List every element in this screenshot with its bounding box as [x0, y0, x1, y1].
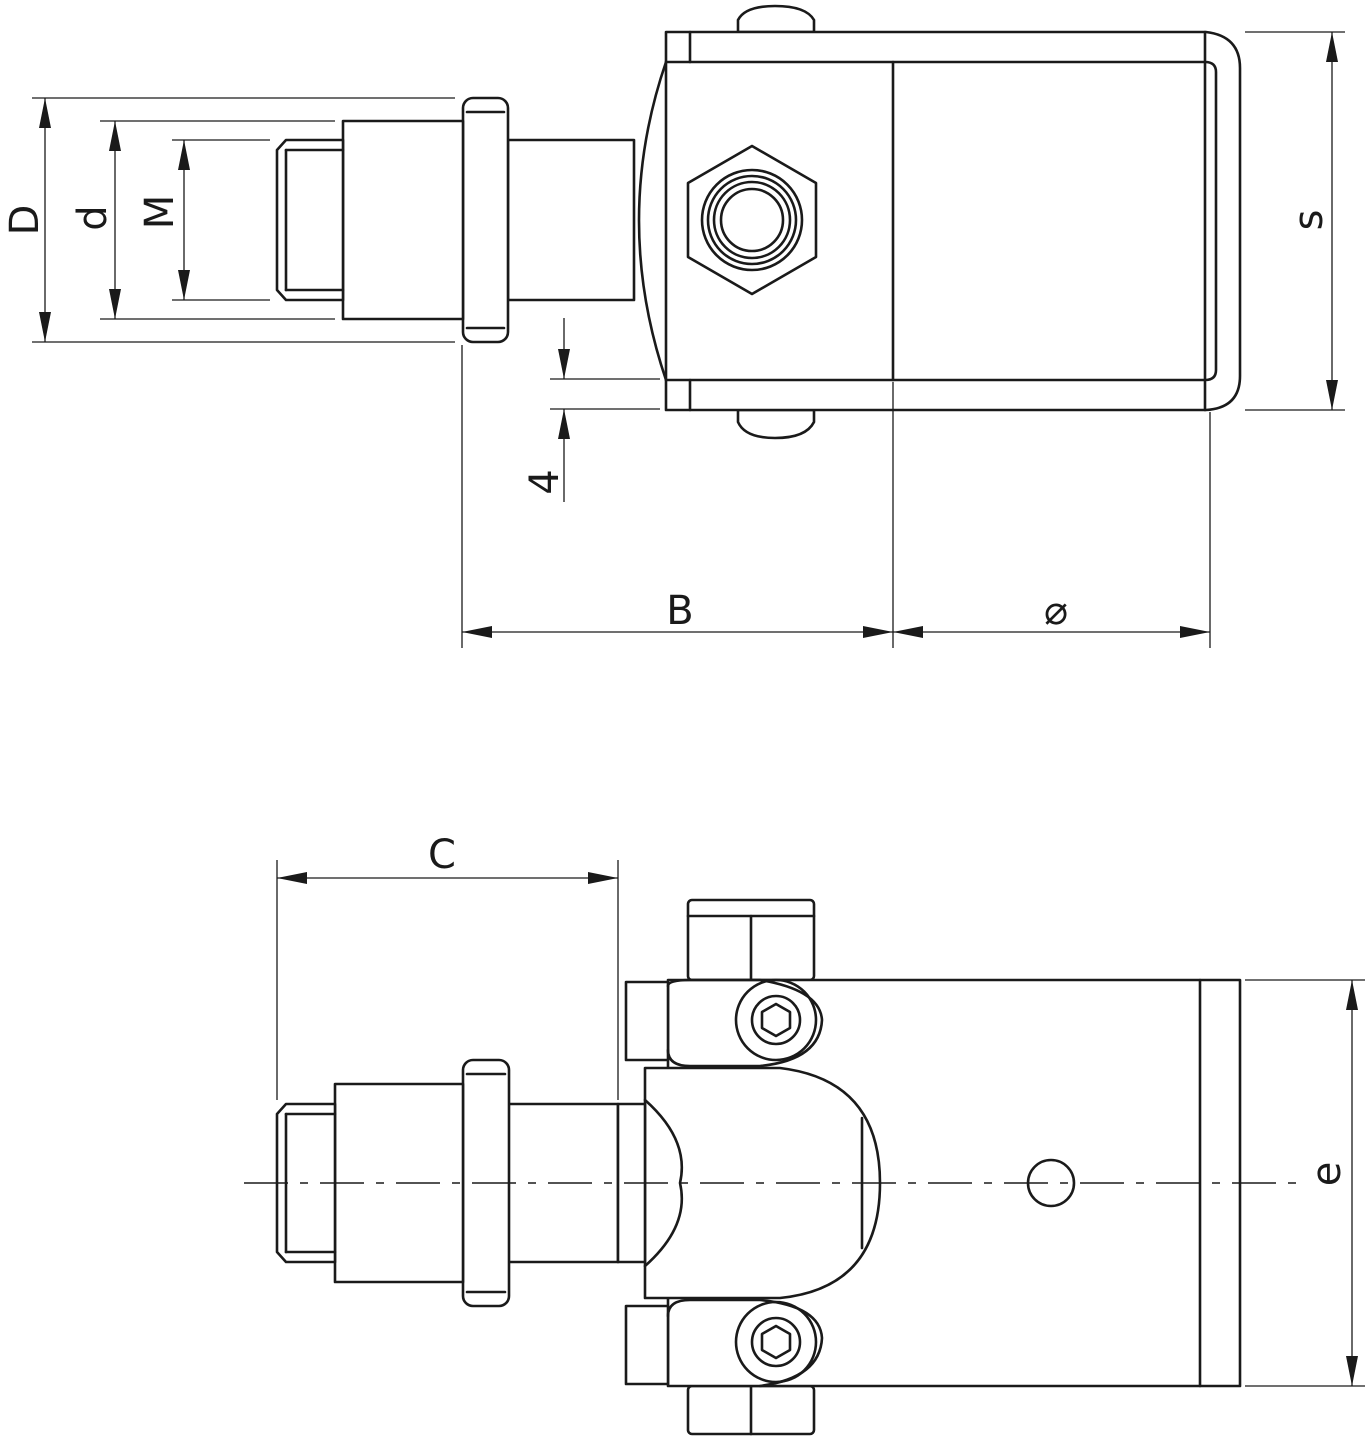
- body-outline: [664, 30, 1242, 412]
- bore-hole: [719, 187, 785, 253]
- socket-screw-upper: [734, 978, 818, 1062]
- label-diameter: ⌀: [1044, 588, 1068, 634]
- collar-flange: [461, 96, 510, 344]
- label-4: 4: [522, 469, 568, 494]
- label-d: d: [70, 205, 116, 230]
- head-front-arc: [637, 60, 668, 382]
- left-tab-upper: [624, 980, 670, 1062]
- hub: [341, 119, 465, 321]
- label-e: e: [1304, 1162, 1350, 1187]
- top-lug: [736, 4, 816, 34]
- threaded-stud: [275, 138, 345, 302]
- top-view: D d M s 4 B ⌀: [2, 4, 1345, 648]
- bottom-lug: [736, 408, 816, 440]
- label-B: B: [666, 588, 693, 634]
- shaft: [506, 138, 636, 302]
- socket-screw-lower: [734, 1300, 818, 1384]
- label-s: s: [1286, 210, 1332, 231]
- left-tab-lower: [624, 1304, 670, 1386]
- label-M: M: [137, 195, 183, 230]
- bottom-view: C e: [244, 832, 1365, 1436]
- label-D: D: [2, 205, 48, 236]
- label-C: C: [428, 832, 456, 878]
